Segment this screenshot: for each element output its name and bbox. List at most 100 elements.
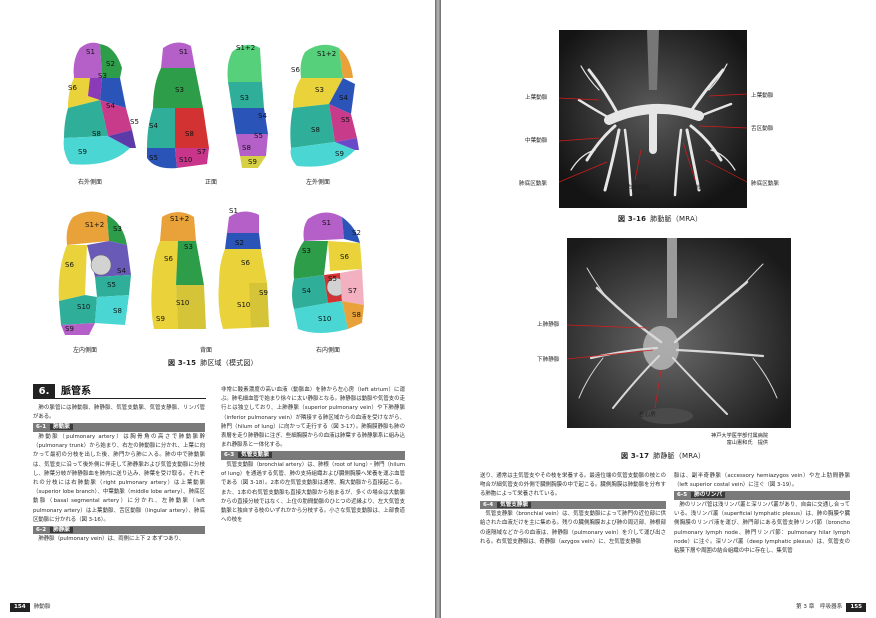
text-column-3: 送り、通常は主気管支やその枝を栄養する。最遠位端の気管支動脈の枝との吻合が細気管… bbox=[480, 472, 666, 596]
seg-label: S3 bbox=[240, 94, 249, 102]
view-label: 右外側面 bbox=[78, 179, 103, 186]
seg-label: S4 bbox=[339, 94, 348, 102]
paragraph: 気管支静脈（bronchial vein）は、気管支動脈によって肺門の近位部に供… bbox=[480, 511, 666, 545]
page-number: 155 bbox=[846, 603, 866, 612]
seg-label: S7 bbox=[348, 287, 357, 295]
subsection-title: 肺のリンパ bbox=[691, 492, 726, 499]
mra-vein-rendering bbox=[567, 238, 791, 428]
seg-label: S8 bbox=[92, 130, 101, 138]
paragraph: 肺のリンパ管は浅リンパ叢と深リンパ叢があり、自由に交通し合っている。浅リンパ叢（… bbox=[674, 501, 850, 554]
mra-image-pulmonary-artery bbox=[559, 30, 747, 208]
seg-label: S10 bbox=[179, 156, 192, 164]
lung-diagram-left-lateral-2: S1+2 S6 S3 S4 S5 S8 S9 bbox=[285, 38, 365, 173]
seg-label: S4 bbox=[258, 112, 267, 120]
paragraph: 肺静脈（pulmonary vein）は、両側に上下 2 本ずつあり、 bbox=[38, 536, 185, 543]
text-column-2: 非常に酸素濃度の高い血液（動脈血）を肺から左心房（left atrium）に運ぶ… bbox=[221, 386, 405, 594]
seg-label: S6 bbox=[65, 261, 74, 269]
seg-label: S2 bbox=[106, 60, 115, 68]
seg-label: S1+2 bbox=[170, 215, 189, 223]
seg-label: S9 bbox=[65, 325, 74, 333]
lung-diagram-right-medial: S1 S3 S2 S6 S4 S5 S7 S8 S10 bbox=[288, 205, 372, 337]
text-column-4: 脈は、副半奇静脈（accessory hemiazygos vein）や左上肋間… bbox=[674, 472, 850, 596]
seg-label: S3 bbox=[113, 225, 122, 233]
lung-diagram-left-lateral: S1+2 S3 S4 S5 S8 S9 bbox=[218, 38, 278, 173]
lung-diagram-right-lateral: S1 S2 S3 S6 S4 S5 S8 S9 bbox=[60, 38, 140, 173]
seg-label: S9 bbox=[259, 289, 268, 297]
seg-label: S1+2 bbox=[236, 44, 255, 52]
section-title: 脈管系 bbox=[61, 386, 91, 397]
seg-label: S3 bbox=[175, 86, 184, 94]
subsection-number: 6-1 bbox=[36, 424, 47, 431]
view-label: 背面 bbox=[200, 347, 213, 354]
paragraph: 気管支動脈（bronchial artery）は、肺根（root of lung… bbox=[221, 461, 405, 524]
view-label: 右内側面 bbox=[316, 347, 341, 354]
label-right-upper-artery: 上葉動脈 bbox=[751, 93, 774, 99]
seg-label: S5 bbox=[130, 118, 139, 126]
left-page: S1 S2 S3 S6 S4 S5 S8 S9 右外側面 S1 S3 S4 S5… bbox=[0, 0, 435, 618]
mra-artery-rendering bbox=[559, 30, 747, 208]
subsection-number: 6-3 bbox=[224, 452, 235, 459]
seg-label: S5 bbox=[328, 275, 337, 283]
seg-label: S5 bbox=[107, 281, 116, 289]
seg-label: S4 bbox=[117, 267, 126, 275]
seg-label: S1 bbox=[179, 48, 188, 56]
credit-line: 神戸大学医学部付属病院 bbox=[711, 433, 769, 439]
subsection-title: 気管支動脈 bbox=[238, 452, 273, 459]
mra-image-pulmonary-vein bbox=[567, 238, 791, 428]
seg-label: S4 bbox=[149, 122, 158, 130]
paragraph: 脈は、副半奇静脈（accessory hemiazygos vein）や左上肋間… bbox=[674, 473, 850, 489]
label-left-middle-artery: 中葉動脈 bbox=[525, 138, 548, 144]
image-credit: 神戸大学医学部付属病院 富山憲和氏 提供 bbox=[711, 433, 768, 447]
view-label: 左内側面 bbox=[73, 347, 98, 354]
section-heading: 6. 脈管系 bbox=[33, 384, 206, 399]
seg-label: S6 bbox=[291, 66, 300, 74]
seg-label: S8 bbox=[185, 130, 194, 138]
seg-label: S3 bbox=[302, 247, 311, 255]
figure-number: 図 3-15 bbox=[168, 359, 197, 367]
seg-label: S9 bbox=[156, 315, 165, 323]
seg-label: S1 bbox=[229, 207, 238, 215]
figure-title: 肺区域（模式図） bbox=[200, 359, 258, 367]
label-left-pulmonary-artery: 左肺動脈 bbox=[687, 185, 710, 191]
book-gutter bbox=[435, 0, 441, 618]
label-left-upper-artery: 上葉動脈 bbox=[525, 95, 548, 101]
seg-label: S8 bbox=[311, 126, 320, 134]
paragraph: 肺動脈（pulmonary artery）は胸骨角の高さで肺動脈幹（pulmon… bbox=[33, 433, 205, 523]
right-page: 上葉動脈 中葉動脈 肺底区動脈 右肺動脈 左肺動脈 上葉動脈 舌区動脈 肺底区動… bbox=[441, 0, 876, 618]
seg-label: S3 bbox=[98, 72, 107, 80]
lung-diagram-front: S1 S3 S4 S5 S8 S10 S7 bbox=[145, 38, 215, 173]
seg-label: S2 bbox=[235, 239, 244, 247]
seg-label: S4 bbox=[302, 287, 311, 295]
subsection-number: 6-2 bbox=[36, 526, 47, 533]
paragraph: 非常に酸素濃度の高い血液（動脈血）を肺から左心房（left atrium）に運ぶ… bbox=[221, 387, 405, 449]
seg-label: S3 bbox=[315, 86, 324, 94]
running-title: 肺動脈 bbox=[33, 604, 51, 610]
seg-label: S6 bbox=[340, 253, 349, 261]
seg-label: S5 bbox=[341, 116, 350, 124]
running-title: 第 3 章 呼吸器系 bbox=[796, 604, 843, 610]
label-right-basal-artery: 肺底区動脈 bbox=[751, 181, 779, 187]
seg-label: S5 bbox=[149, 154, 158, 162]
credit-line: 富山憲和氏 提供 bbox=[726, 440, 769, 446]
label-right-lingular-artery: 舌区動脈 bbox=[751, 126, 774, 132]
figure-title: 肺静脈（MRA） bbox=[653, 452, 706, 460]
lung-diagram-back-right: S1 S2 S6 S10 S9 bbox=[215, 205, 277, 337]
seg-label: S9 bbox=[78, 148, 87, 156]
seg-label: S9 bbox=[335, 150, 344, 158]
seg-label: S6 bbox=[241, 259, 250, 267]
seg-label: S1 bbox=[322, 219, 331, 227]
figure-number: 図 3-16 bbox=[618, 215, 647, 223]
label-left-basal-artery: 肺底区動脈 bbox=[519, 181, 547, 187]
view-label: 左外側面 bbox=[306, 179, 331, 186]
seg-label: S7 bbox=[197, 148, 206, 156]
seg-label: S1+2 bbox=[85, 221, 104, 229]
seg-label: S9 bbox=[248, 158, 257, 166]
seg-label: S8 bbox=[113, 307, 122, 315]
figure-number: 図 3-17 bbox=[621, 452, 650, 460]
